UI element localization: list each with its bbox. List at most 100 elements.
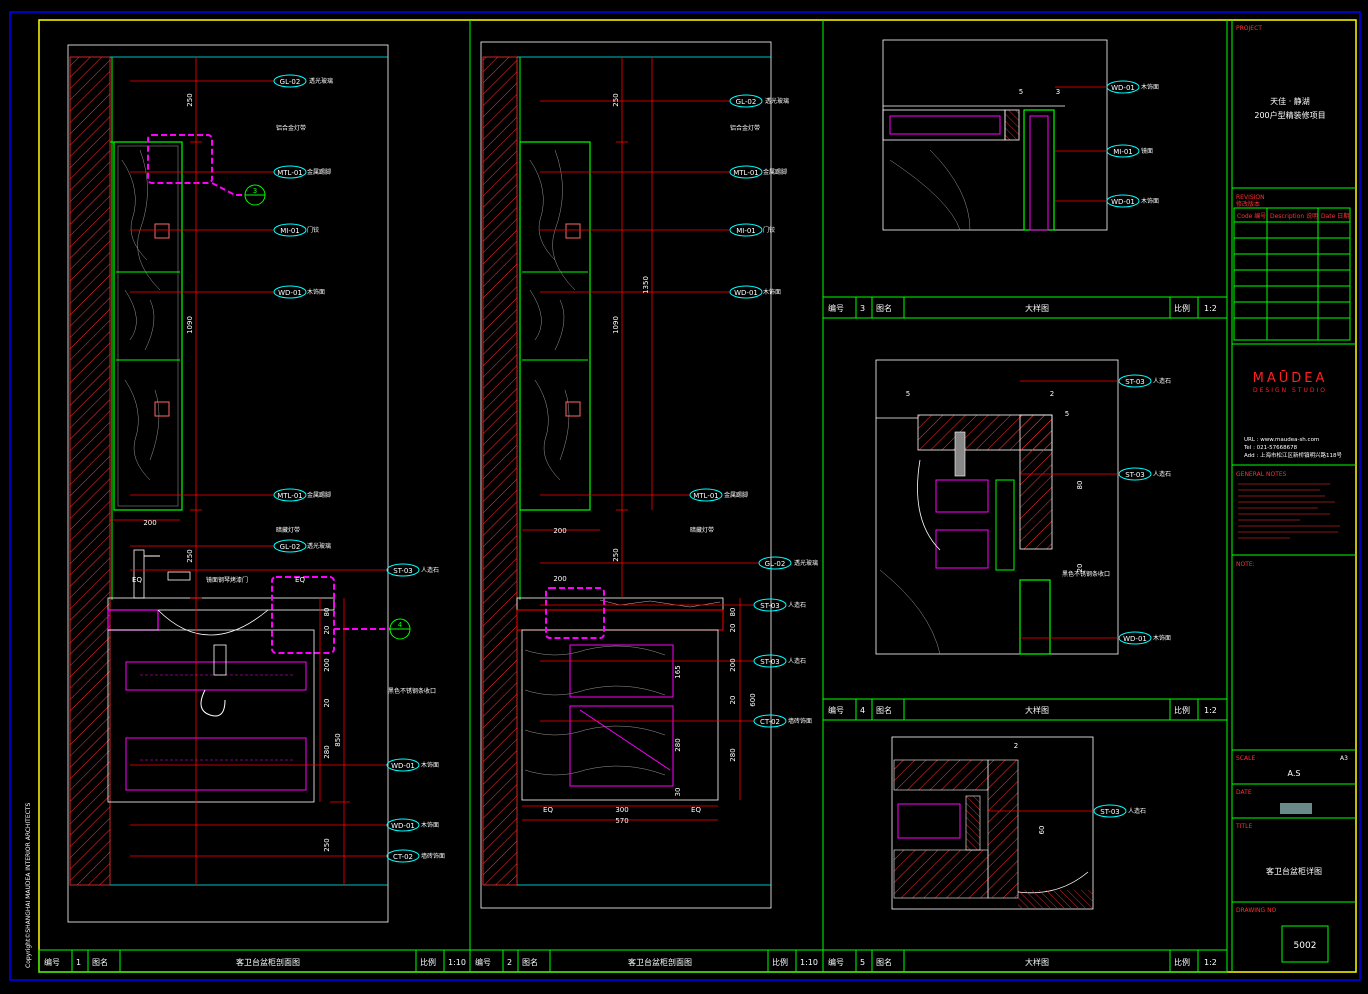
p1-dim-2: 200 xyxy=(143,519,156,527)
p4-tag-2-bubble xyxy=(1118,631,1152,645)
p4-no: 4 xyxy=(860,706,865,715)
general-notes-label: GENERAL NOTES xyxy=(1236,471,1287,478)
p1-dim-9: 20 xyxy=(323,699,331,708)
p2-tag-8: CT-02 xyxy=(760,718,780,726)
p1-note-13: 镜面钢琴烤漆门 xyxy=(206,576,248,584)
p2-tag-0: GL-02 xyxy=(736,98,757,106)
p2-name: 客卫台盆柜剖面图 xyxy=(628,957,692,967)
p1-no: 1 xyxy=(76,958,81,967)
p4-tag-0-bubble xyxy=(1118,374,1152,388)
p1-tag-7: WD-01 xyxy=(391,762,415,770)
p1-dim-4: EQ xyxy=(132,576,142,584)
p1-tag-8-bubble xyxy=(386,818,420,832)
p1-note-2: 金属踢脚 xyxy=(307,168,331,176)
p3-tag-0-bubble xyxy=(1106,80,1140,94)
project-name-1: 天佳 · 静湖 xyxy=(1270,96,1310,106)
p1-dim-11: 280 xyxy=(323,745,331,758)
p1-dim-6: 80 xyxy=(323,608,331,617)
p4-no-label: 编号 xyxy=(828,705,844,715)
revision-sub: 修改版本 xyxy=(1236,200,1260,208)
p1-tag-1-bubble xyxy=(273,165,307,179)
p2-note-7: 透光玻璃 xyxy=(794,559,818,567)
p3-note-0: 木饰面 xyxy=(1141,83,1159,91)
title-label: TITLE xyxy=(1235,823,1252,830)
p1-note-7: 透光玻璃 xyxy=(307,542,331,550)
p4-tag-0: ST-03 xyxy=(1125,378,1145,386)
p1-note-0: 透光玻璃 xyxy=(309,77,333,85)
p2-tag-1: MTL-01 xyxy=(733,169,759,177)
p2-dim-3: 200 xyxy=(553,527,566,535)
p2-dim-16: 300 xyxy=(615,806,628,814)
p2-tag-3-bubble xyxy=(729,285,763,299)
rev-col-1: Code 编号 xyxy=(1237,212,1266,220)
p2-tag-6-bubble xyxy=(753,598,787,612)
p2-no-label: 编号 xyxy=(475,957,491,967)
p2-dim-18: 570 xyxy=(615,817,628,825)
p2-dim-5: 200 xyxy=(553,575,566,583)
p2-note-0: 透光玻璃 xyxy=(765,97,789,105)
p2-dim-0: 250 xyxy=(612,93,620,106)
p4-scale-label: 比例 xyxy=(1174,705,1190,715)
p2-dim-2: 1350 xyxy=(642,276,650,294)
p1-scale: 1:10 xyxy=(448,958,466,967)
p2-scale-label: 比例 xyxy=(772,957,788,967)
p3-tag-1-bubble xyxy=(1106,144,1140,158)
p1-note-10: 木饰面 xyxy=(421,761,439,769)
p4-dim-1: 2 xyxy=(1050,390,1054,398)
p3-tag-1: MI-01 xyxy=(1113,148,1133,156)
p2-tag-3: WD-01 xyxy=(734,289,758,297)
p2-name-label: 图名 xyxy=(522,957,538,967)
p1-scale-label: 比例 xyxy=(420,957,436,967)
p4-tag-2: WD-01 xyxy=(1123,635,1147,643)
p3-name-label: 图名 xyxy=(876,303,892,313)
p1-note-12: 墙砖饰面 xyxy=(421,852,445,860)
p4-note-3: 木饰面 xyxy=(1153,634,1171,642)
p2-tag-6: ST-03 xyxy=(760,602,780,610)
p2-dim-6: 80 xyxy=(729,608,737,617)
studio-add: Add : 上海市松江区新桥镇明兴路118号 xyxy=(1244,451,1342,459)
p2-dim-1: 1090 xyxy=(612,316,620,334)
drawing-no: 5002 xyxy=(1294,941,1317,951)
p4-note-0: 人造石 xyxy=(1153,377,1171,385)
p3-no: 3 xyxy=(860,304,865,313)
p2-tag-5: GL-02 xyxy=(765,560,786,568)
p1-tag-0: GL-02 xyxy=(280,78,301,86)
p3-tag-0: WD-01 xyxy=(1111,84,1135,92)
p1-dim-8: 200 xyxy=(323,658,331,671)
p1-note-4: 木饰面 xyxy=(307,288,325,296)
p2-tag-5-bubble xyxy=(758,556,792,570)
revision-label: REVISION xyxy=(1236,194,1265,201)
p3-no-label: 编号 xyxy=(828,303,844,313)
p4-scale: 1:2 xyxy=(1204,706,1217,715)
p2-tag-7-bubble xyxy=(753,654,787,668)
studio-logo-sub: DESIGN STUDIO xyxy=(1253,387,1327,394)
p2-note-8: 人造石 xyxy=(788,601,806,609)
p1-dim-0: 250 xyxy=(186,93,194,106)
project-name-2: 200户型精装修项目 xyxy=(1254,110,1325,120)
date-label: DATE xyxy=(1236,789,1252,796)
drawing-no-label: DRAWING NO xyxy=(1236,907,1277,914)
rev-col-2: Description 说明 xyxy=(1270,212,1318,220)
p1-dim-10: 850 xyxy=(334,733,342,746)
p2-dim-12: 165 xyxy=(674,665,682,678)
p5-name: 大样图 xyxy=(1025,957,1049,967)
panel-4-drawing xyxy=(875,359,1119,655)
p5-scale-label: 比例 xyxy=(1174,957,1190,967)
p4-name: 大样图 xyxy=(1025,705,1049,715)
outer-border xyxy=(9,11,1361,981)
scale-right: A3 xyxy=(1340,755,1348,762)
p2-note-5: 金属踢脚 xyxy=(724,491,748,499)
p1-tag-5-bubble xyxy=(273,539,307,553)
p2-dim-4: 250 xyxy=(612,548,620,561)
p1-note-1: 铝合金灯带 xyxy=(276,124,306,132)
p2-note-9: 人造石 xyxy=(788,657,806,665)
panel-1-drawing xyxy=(67,44,411,923)
studio-url: URL : www.maudea-sh.com xyxy=(1244,437,1319,443)
p1-tag-2: MI-01 xyxy=(280,227,300,235)
p2-dim-10: 600 xyxy=(749,693,757,706)
p1-note-11: 木饰面 xyxy=(421,821,439,829)
p2-note-6: 暗藏灯带 xyxy=(690,526,714,534)
p5-name-label: 图名 xyxy=(876,957,892,967)
p1-note-5: 金属踢脚 xyxy=(307,491,331,499)
